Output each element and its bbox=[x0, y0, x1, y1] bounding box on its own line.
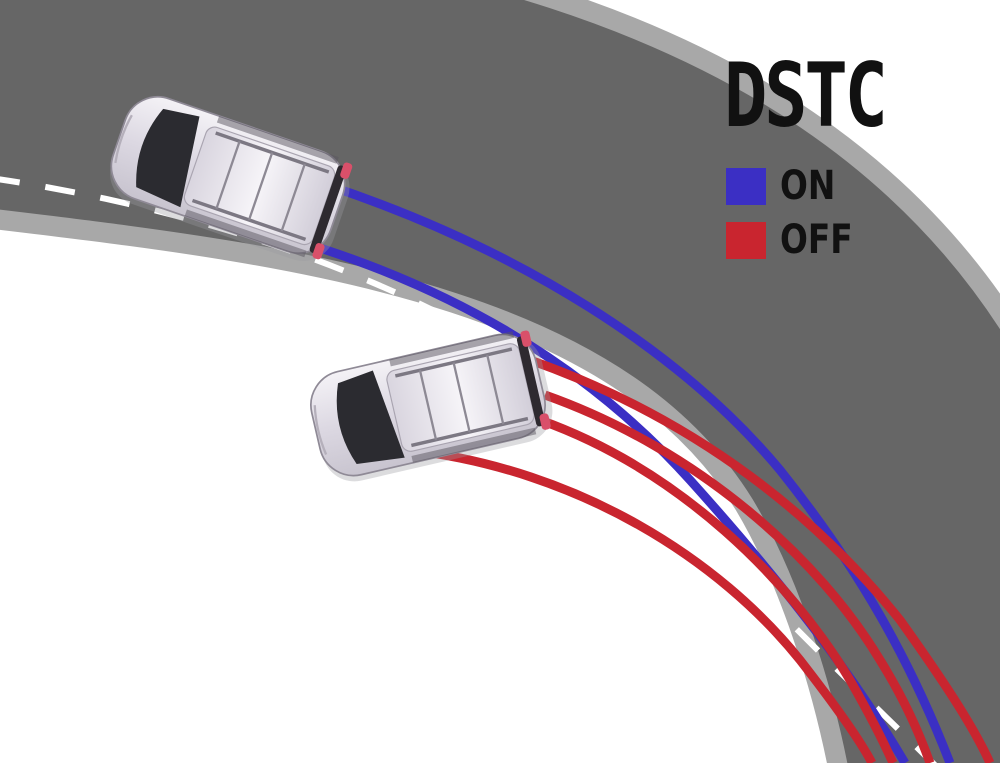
track-off-4 bbox=[409, 445, 876, 763]
legend-item-on: ON bbox=[726, 166, 847, 206]
legend-label-on: ON bbox=[780, 163, 836, 209]
car-top-view-icon bbox=[302, 324, 561, 490]
legend-title: DSTC bbox=[724, 44, 888, 147]
legend-swatch-off bbox=[726, 221, 766, 259]
track-off-1 bbox=[528, 355, 995, 763]
legend-swatch-on bbox=[726, 167, 766, 205]
legend-label-off: OFF bbox=[780, 217, 853, 263]
track-off-2 bbox=[543, 390, 935, 763]
legend-item-off: OFF bbox=[726, 220, 869, 260]
track-on-outer bbox=[328, 181, 955, 763]
track-off-3 bbox=[538, 415, 898, 763]
